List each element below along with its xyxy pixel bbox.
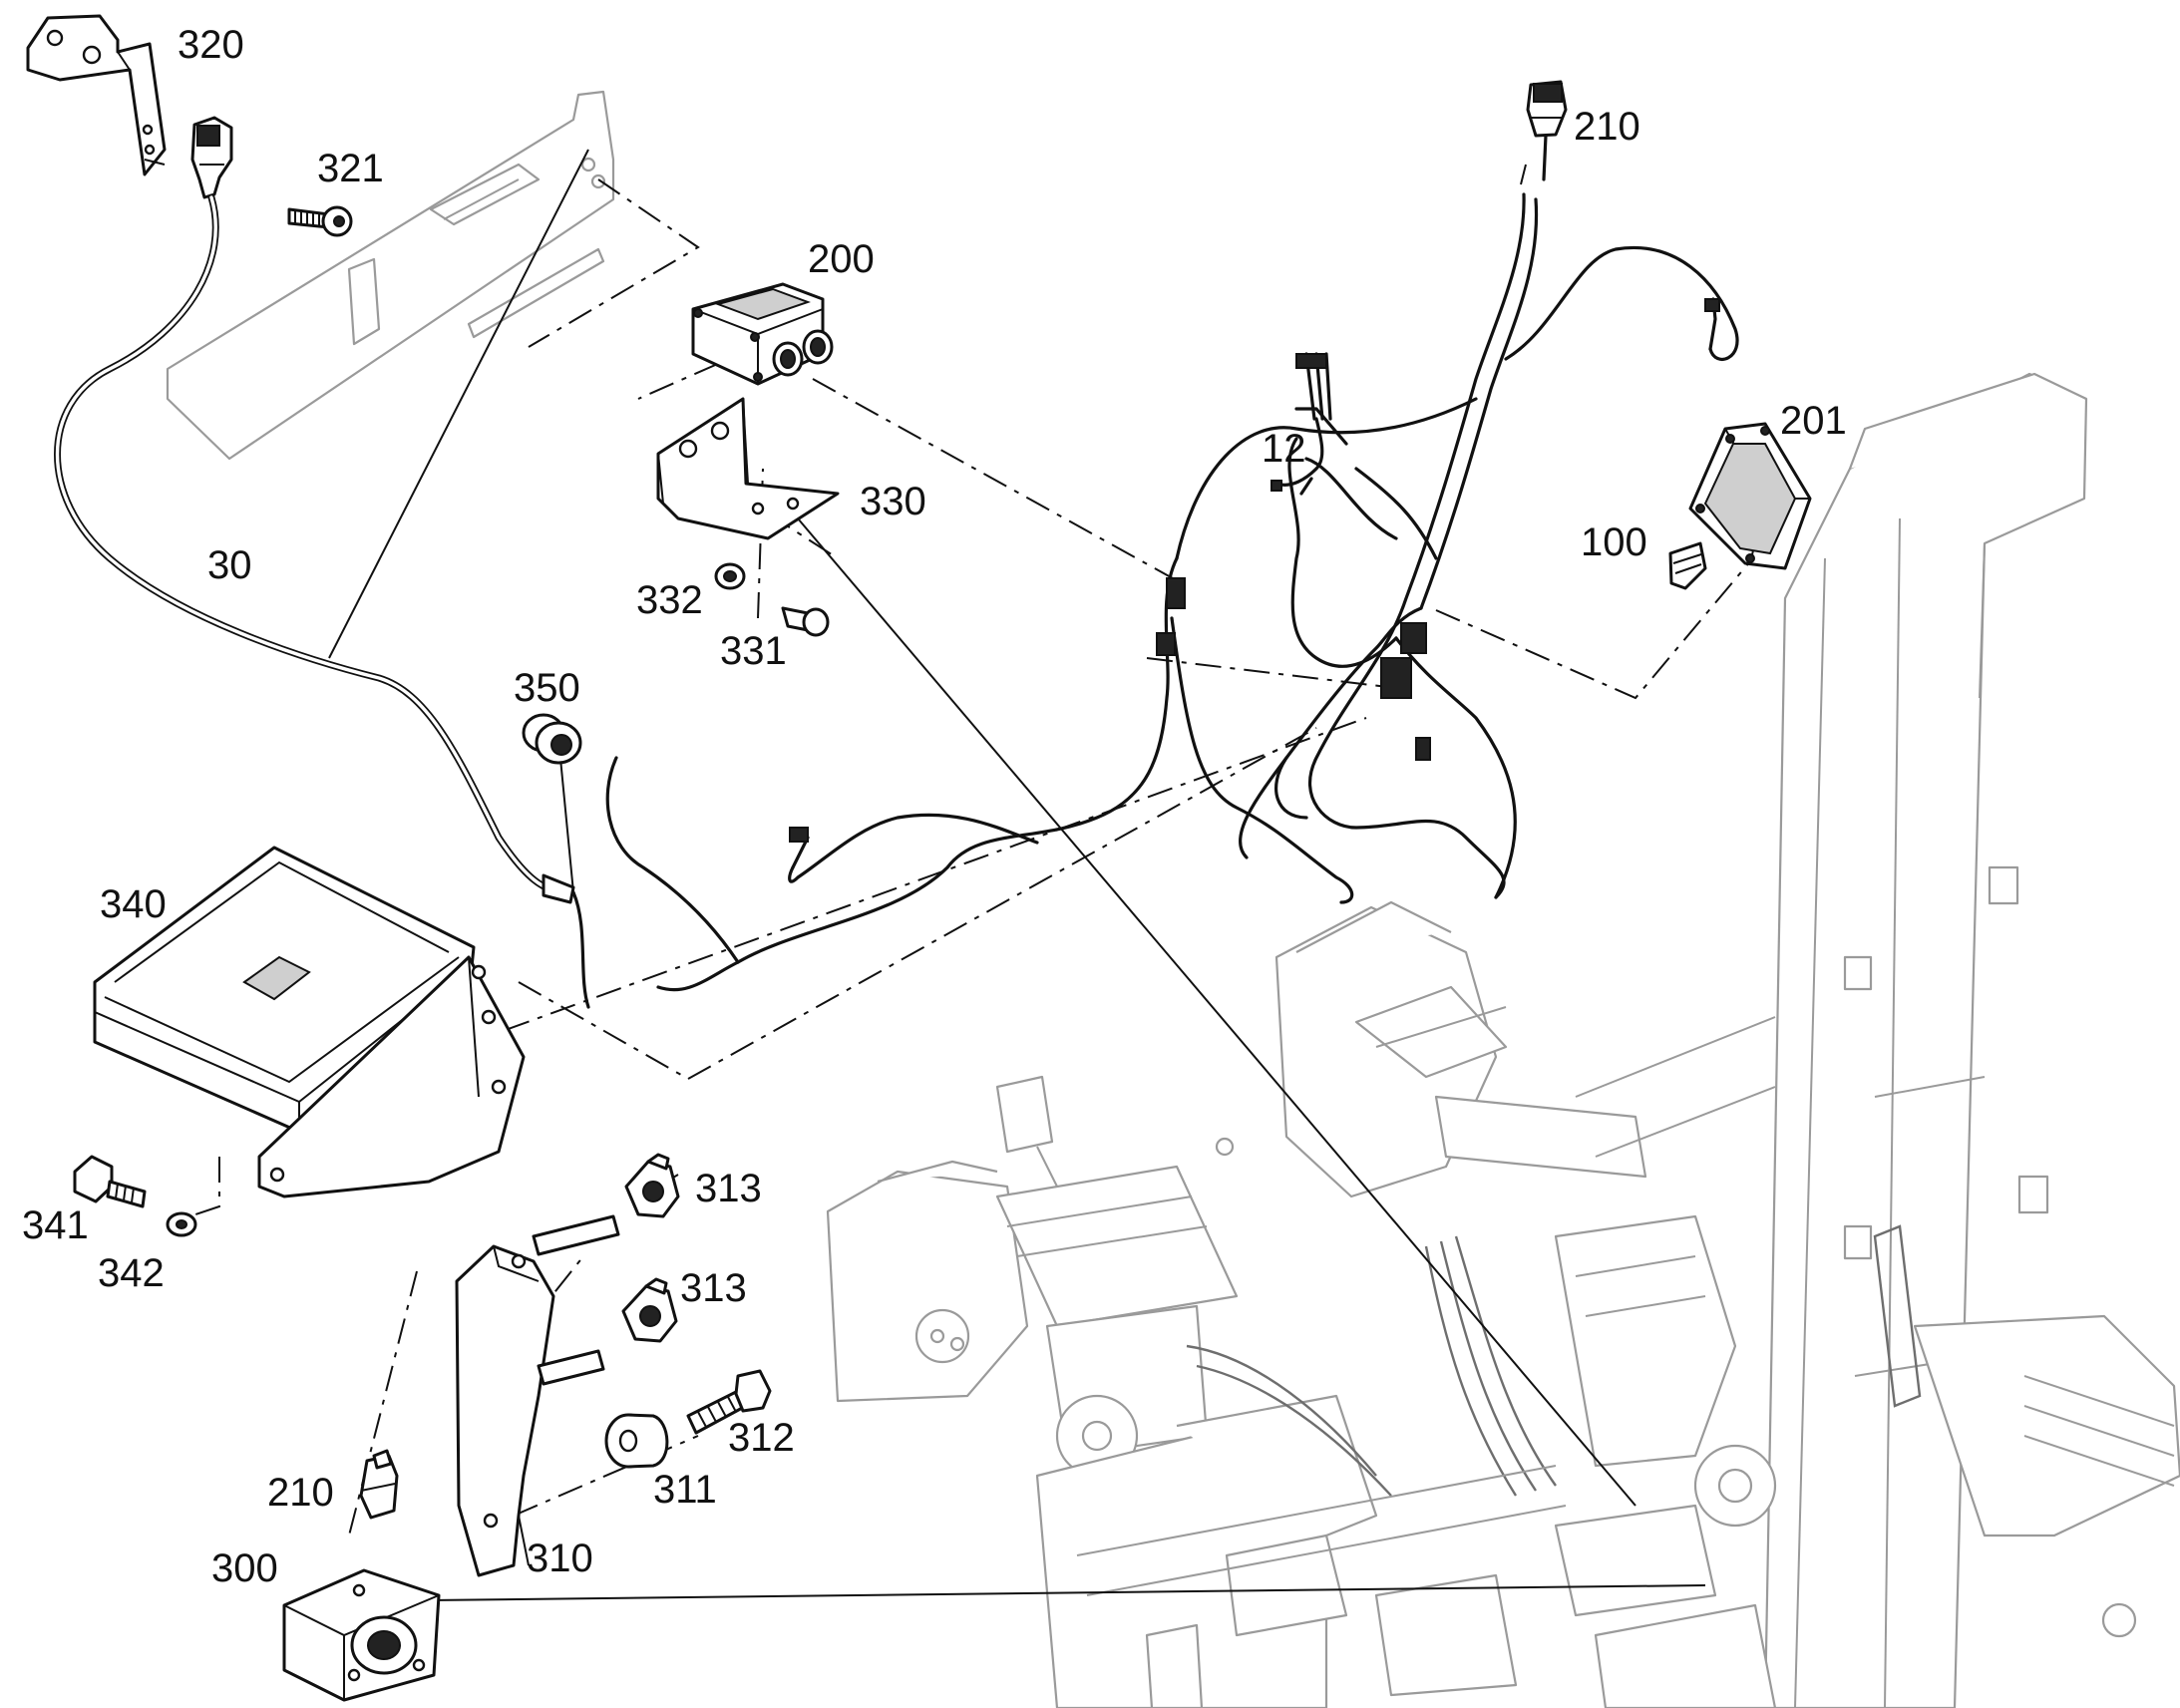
callout-321: 321 (317, 147, 384, 190)
ghost-mounting-plate (166, 90, 615, 461)
solid-leader-lines (144, 149, 1706, 1601)
part-350-grommet (522, 713, 582, 765)
callout-342: 342 (98, 1251, 165, 1295)
part-321-bolt (287, 205, 353, 237)
part-210-sensor-bottom (359, 1449, 399, 1520)
callout-30: 30 (207, 543, 252, 587)
callout-12: 12 (1262, 427, 1306, 471)
callout-labels: 320 321 210 200 201 12 330 100 30 332 33… (22, 23, 1847, 1590)
callout-340: 340 (100, 882, 167, 926)
part-201-box (1688, 422, 1812, 570)
callout-313-upper: 313 (695, 1167, 762, 1210)
callout-350: 350 (514, 666, 580, 710)
left-housing (826, 1160, 1239, 1478)
callout-332: 332 (636, 578, 703, 622)
callout-210-bottom: 210 (267, 1471, 334, 1515)
part-340-control-unit (93, 846, 526, 1198)
callout-210-top: 210 (1574, 105, 1640, 149)
part-331-bolt (781, 606, 830, 637)
callout-312: 312 (728, 1416, 795, 1460)
part-210-sensor-top (1526, 80, 1568, 181)
callout-320: 320 (178, 23, 244, 67)
part-310-plate (455, 1214, 620, 1577)
callout-201: 201 (1780, 399, 1847, 443)
part-100-connector (1668, 541, 1707, 590)
part-312-bolt (686, 1369, 772, 1435)
part-332-washer (714, 562, 746, 590)
upper-frame-block (1274, 900, 1776, 1198)
part-313-fitting-lower (621, 1277, 678, 1343)
part-311-spacer (604, 1413, 669, 1469)
part-342-washer (166, 1211, 197, 1237)
callout-331: 331 (720, 629, 787, 673)
part-12-harness (605, 192, 1739, 992)
callout-330: 330 (860, 480, 926, 523)
callout-300: 300 (211, 1546, 278, 1590)
part-30-cable (54, 193, 590, 1009)
part-300-block (282, 1568, 441, 1702)
part-200-module (691, 282, 834, 386)
callout-310: 310 (527, 1537, 593, 1580)
callout-341: 341 (22, 1203, 89, 1247)
part-330-bracket (656, 397, 840, 540)
machine-background (826, 372, 2180, 1708)
part-313-fitting-upper (624, 1153, 680, 1218)
callout-311: 311 (653, 1468, 717, 1512)
mast (1763, 372, 2180, 1708)
callout-313-lower: 313 (680, 1266, 747, 1310)
sensor-on-320 (190, 116, 233, 199)
callout-100: 100 (1581, 520, 1647, 564)
part-320-bracket (26, 14, 167, 176)
small-machine-bracket (995, 1075, 1235, 1188)
callout-200: 200 (808, 237, 875, 281)
assembly-dash-lines (188, 164, 1751, 1537)
part-341-bolt (73, 1155, 147, 1208)
lower-frame (1035, 1214, 1777, 1708)
